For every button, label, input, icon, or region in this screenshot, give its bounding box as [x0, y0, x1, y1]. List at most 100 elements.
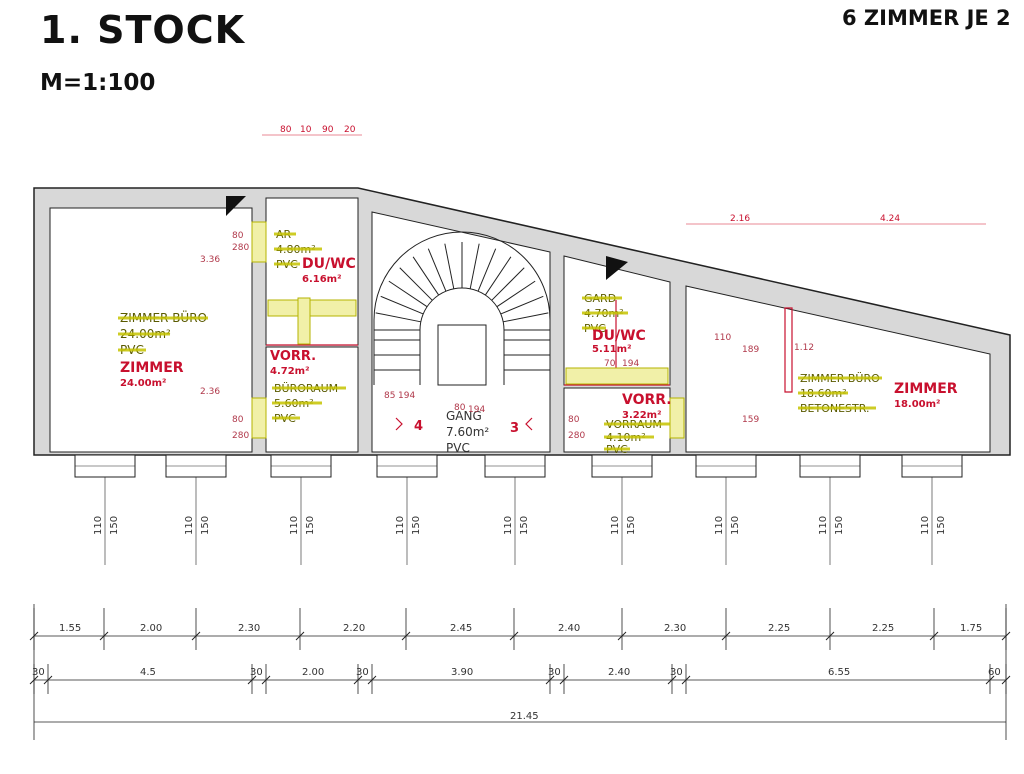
inner-dim-label: 80: [232, 231, 244, 241]
inner-dim-label: 2.36: [200, 387, 220, 397]
windows: [74, 454, 963, 478]
inner-dim-label: 189: [742, 345, 759, 355]
svg-text:7.60m²: 7.60m²: [446, 425, 489, 439]
inner-dim-label: 280: [568, 431, 585, 441]
window-dim-upper: 150: [109, 516, 120, 535]
top-dim-label: 90: [322, 125, 334, 135]
inner-dim-label: 80: [232, 415, 244, 425]
window-dim-upper: 150: [305, 516, 316, 535]
top-dim-label: 20: [344, 125, 356, 135]
scale-label: M=1:100: [40, 70, 156, 96]
dim-row2-label: 6.55: [828, 667, 850, 678]
window-dim-upper: 150: [519, 516, 530, 535]
dim-row2-label: 30: [250, 667, 263, 678]
svg-text:24.00m²: 24.00m²: [120, 378, 166, 389]
svg-text:4.72m²: 4.72m²: [270, 366, 309, 377]
svg-text:PVC: PVC: [446, 441, 470, 455]
inner-dim-label: 1.12: [794, 343, 814, 353]
dim-row2-label: 30: [670, 667, 683, 678]
room-label-r7: ZIMMER BÜRO 18.60m² BETONESTR. ZIMMER 18…: [800, 372, 958, 415]
dim-row2-label: 2.00: [302, 667, 324, 678]
dimension-row-1: 1.55 2.00 2.30 2.20 2.45 2.40 2.30 2.25 2.25 1.75: [29, 608, 1011, 650]
svg-text:ZIMMER: ZIMMER: [894, 381, 958, 397]
svg-text:18.00m²: 18.00m²: [894, 399, 940, 410]
dim-row1-label: 2.45: [450, 623, 472, 634]
window-dim-lower: 110: [714, 516, 725, 535]
dim-row2-label: 4.5: [140, 667, 156, 678]
dim-row1-label: 2.40: [558, 623, 580, 634]
window-dim-upper: 150: [626, 516, 637, 535]
window-dim-lower: 110: [503, 516, 514, 535]
inner-dim-label: 194: [398, 391, 415, 401]
window-dim-lower: 110: [920, 516, 931, 535]
window-dimensions: 110 150 110 150 110 150 110 150 110 150 110 150 110 1…: [93, 477, 947, 565]
inner-dim-label: 80: [454, 403, 466, 413]
new-walls: [266, 300, 793, 393]
dim-row1-label: 1.55: [59, 623, 81, 634]
header-right-title: 6 ZIMMER JE 2: [842, 6, 1011, 30]
top-dim-label: 4.24: [880, 214, 900, 224]
step-arrow-right-icon: [525, 417, 533, 431]
dim-row1-label: 2.30: [664, 623, 686, 634]
dim-row1-label: 2.00: [140, 623, 162, 634]
inner-dim-label: 280: [232, 431, 249, 441]
inner-dim-label: 280: [232, 243, 249, 253]
svg-text:3.22m²: 3.22m²: [622, 410, 661, 421]
step-marker-4: 4: [414, 419, 423, 434]
window-dim-upper: 150: [834, 516, 845, 535]
dim-row2-label: 30: [32, 667, 45, 678]
room-zimmer-left[interactable]: [49, 207, 253, 453]
window-dim-lower: 110: [289, 516, 300, 535]
window-dim-lower: 110: [818, 516, 829, 535]
room-label-r4: GANG 7.60m² PVC: [446, 409, 489, 455]
inner-dim-label: 80: [568, 415, 580, 425]
top-dim-label: 2.16: [730, 214, 750, 224]
svg-text:DU/WC: DU/WC: [302, 256, 356, 272]
window-dim-lower: 110: [395, 516, 406, 535]
top-dimensions: 80 10 90 20 2.16 4.24: [262, 125, 986, 225]
svg-text:DU/WC: DU/WC: [592, 328, 646, 344]
window-dim-upper: 150: [200, 516, 211, 535]
dim-row2-label: 30: [356, 667, 369, 678]
staircase: [373, 231, 551, 386]
top-dim-label: 80: [280, 125, 292, 135]
dim-row1-label: 2.30: [238, 623, 260, 634]
inner-dim-label: 110: [714, 333, 731, 343]
room-gang[interactable]: [371, 211, 551, 453]
dim-row1-label: 1.75: [960, 623, 982, 634]
step-marker-3: 3: [510, 421, 519, 436]
page-title: 1. STOCK: [40, 8, 246, 52]
shaft-left-icon: [226, 196, 246, 216]
top-dim-label: 10: [300, 125, 312, 135]
dim-row1-label: 2.20: [343, 623, 365, 634]
inner-dim-label: 159: [742, 415, 759, 425]
dim-row1-label: 2.25: [872, 623, 894, 634]
inner-dim-label: 194: [622, 359, 639, 369]
window-dim-lower: 110: [184, 516, 195, 535]
old-elements: [251, 221, 685, 439]
room-label-r1: ZIMMER BÜRO 24.00m² PVC ZIMMER 24.00m²: [120, 309, 207, 389]
window-dim-lower: 110: [93, 516, 104, 535]
svg-text:6.16m²: 6.16m²: [302, 274, 341, 285]
inner-dim-label: 194: [468, 405, 485, 415]
svg-text:GANG: GANG: [446, 409, 482, 423]
shaft-right-icon: [606, 256, 628, 280]
window-dim-upper: 150: [411, 516, 422, 535]
inner-dim-label: 70: [604, 359, 616, 369]
dim-row1-label: 2.25: [768, 623, 790, 634]
dim-row2-label: 60: [988, 667, 1001, 678]
room-zimmer-right[interactable]: [685, 285, 991, 453]
window-dim-lower: 110: [610, 516, 621, 535]
svg-text:ZIMMER: ZIMMER: [120, 360, 184, 376]
dim-row2-label: 3.90: [451, 667, 473, 678]
dim-row2-label: 2.40: [608, 667, 630, 678]
svg-text:VORR.: VORR.: [622, 392, 672, 408]
svg-text:5.11m²: 5.11m²: [592, 344, 631, 355]
strike-lines: [118, 232, 882, 451]
svg-text:VORR.: VORR.: [270, 349, 316, 364]
step-arrow-left-icon: [395, 417, 403, 431]
inner-dim-label: 85: [384, 391, 395, 401]
svg-text:21.45: 21.45: [510, 711, 539, 722]
